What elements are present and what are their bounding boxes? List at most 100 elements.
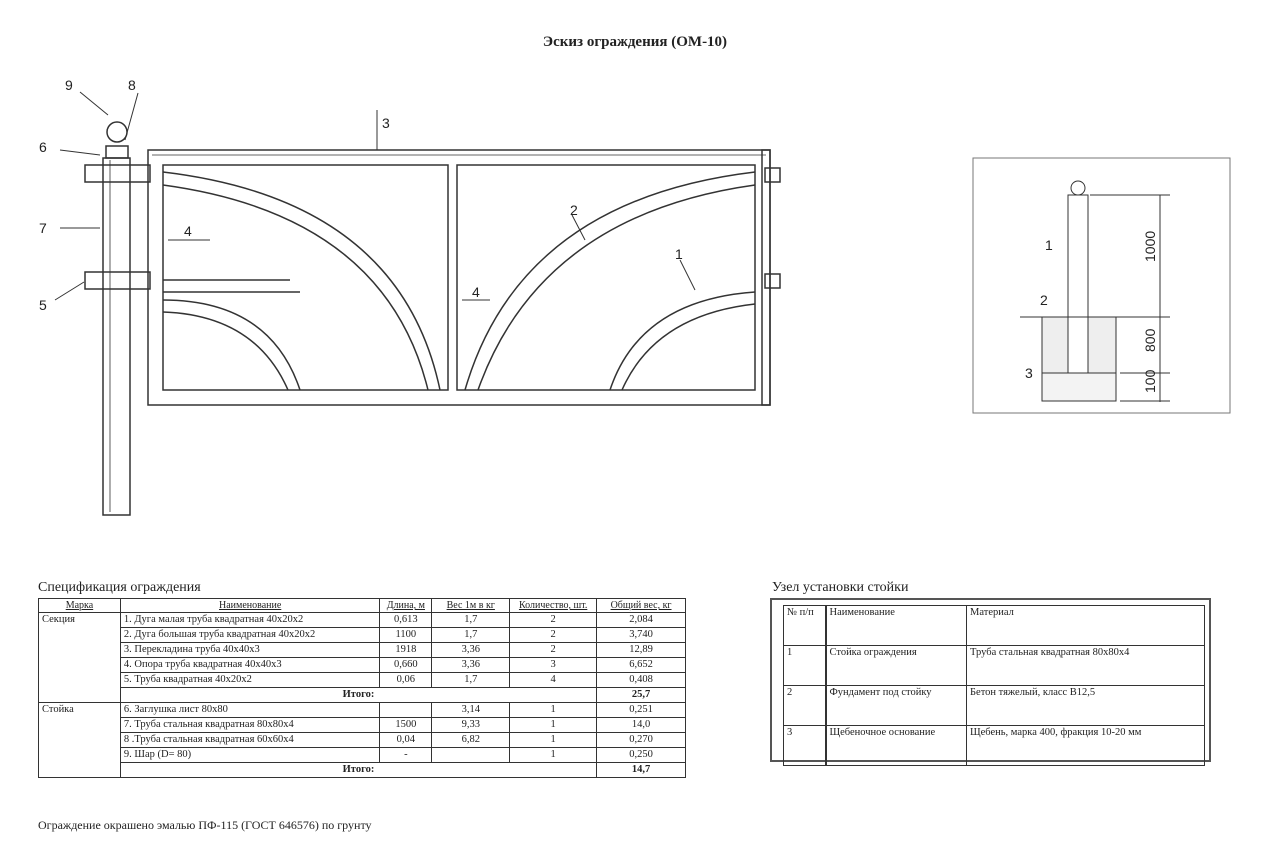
length: 1500 (379, 717, 433, 733)
weight-per-m: 1,7 (431, 627, 511, 643)
column-header: Длина, м (379, 598, 433, 613)
quantity: 4 (509, 672, 598, 688)
material: Труба стальная квадратная 80х80х4 (966, 645, 1205, 686)
fence-post (84, 121, 151, 516)
column-header: Наименование (119, 598, 381, 613)
spec-title: Спецификация ограждения (38, 580, 201, 595)
weight-per-m: 3,36 (431, 642, 511, 658)
total-weight: 6,652 (596, 657, 686, 673)
weight-per-m: 9,33 (431, 717, 511, 733)
node-title: Узел установки стойки (772, 580, 909, 595)
callout-8: 8 (128, 77, 136, 93)
length: 0,04 (379, 732, 433, 748)
column-header: Материал (966, 605, 1205, 646)
callout-2: 2 (570, 202, 578, 218)
total-row: Итого:25,7 (39, 687, 686, 703)
row-number: 2 (783, 685, 827, 726)
callout-9: 9 (65, 77, 73, 93)
length: 1918 (379, 642, 433, 658)
total-weight: 3,740 (596, 627, 686, 643)
detail-callout-1: 1 (1045, 237, 1053, 253)
row-number: 1 (783, 645, 827, 686)
item-name: 5. Труба квадратная 40х20х2 (119, 672, 381, 688)
weight-per-m: 3,36 (431, 657, 511, 673)
callout-leaders (54, 91, 696, 301)
column-header: Общий вес, кг (596, 598, 686, 613)
total-weight: 12,89 (596, 642, 686, 658)
table-row: 2. Дуга большая труба квадратная 40х20х2… (39, 627, 686, 643)
dim-100: 100 (1142, 369, 1158, 393)
total-label: Итого: (119, 687, 598, 703)
weight-per-m (431, 747, 511, 763)
total-row: Итого:14,7 (39, 762, 686, 778)
weight-per-m: 1,7 (431, 612, 511, 628)
item-name: 4. Опора труба квадратная 40х40х3 (119, 657, 381, 673)
quantity: 3 (509, 657, 598, 673)
length: 0,660 (379, 657, 433, 673)
paint-note: Ограждение окрашено эмалью ПФ-115 (ГОСТ … (38, 818, 372, 832)
quantity: 2 (509, 612, 598, 628)
total-label: Итого: (119, 762, 598, 778)
dim-1000: 1000 (1142, 231, 1158, 262)
post-installation-detail: 1 2 3 1000 800 100 (972, 157, 1231, 414)
item-name: 6. Заглушка лист 80х80 (119, 702, 381, 718)
length: 0,06 (379, 672, 433, 688)
fence-section (147, 149, 781, 406)
quantity: 1 (509, 747, 598, 763)
quantity: 1 (509, 702, 598, 718)
quantity: 2 (509, 627, 598, 643)
length (379, 702, 433, 718)
weight-per-m: 1,7 (431, 672, 511, 688)
total-weight: 14,0 (596, 717, 686, 733)
item-name: 8 .Труба стальная квадратная 60х60х4 (119, 732, 381, 748)
total-weight: 0,250 (596, 747, 686, 763)
total-value: 14,7 (596, 762, 686, 778)
item-name: Фундамент под стойку (825, 685, 967, 726)
item-name: Стойка ограждения (825, 645, 967, 686)
quantity: 2 (509, 642, 598, 658)
material: Щебень, марка 400, фракция 10-20 мм (966, 725, 1205, 766)
item-name: 1. Дуга малая труба квадратная 40х20х2 (119, 612, 381, 628)
callout-3: 3 (382, 115, 390, 131)
length: 0,613 (379, 612, 433, 628)
total-weight: 0,408 (596, 672, 686, 688)
callout-4: 4 (184, 223, 192, 239)
total-weight: 2,084 (596, 612, 686, 628)
detail-callout-2: 2 (1040, 292, 1048, 308)
drawing-title: Эскиз ограждения (ОМ-10) (542, 34, 728, 50)
callout-4: 4 (472, 284, 480, 300)
weight-per-m: 3,14 (431, 702, 511, 718)
item-name: 9. Шар (D= 80) (119, 747, 381, 763)
total-value: 25,7 (596, 687, 686, 703)
group-mark: Стойка (38, 702, 121, 778)
column-header: Наименование (825, 605, 967, 646)
item-name: Щебеночное основание (825, 725, 967, 766)
column-header: Вес 1м в кг (431, 598, 511, 613)
length: 1100 (379, 627, 433, 643)
item-name: 7. Труба стальная квадратная 80х80х4 (119, 717, 381, 733)
weight-per-m: 6,82 (431, 732, 511, 748)
quantity: 1 (509, 717, 598, 733)
total-weight: 0,251 (596, 702, 686, 718)
item-name: 3. Перекладина труба 40х40х3 (119, 642, 381, 658)
callout-1: 1 (675, 246, 683, 262)
length: - (379, 747, 433, 763)
callout-5: 5 (39, 297, 47, 313)
column-header: Марка (38, 598, 121, 613)
dim-800: 800 (1142, 328, 1158, 352)
material: Бетон тяжелый, класс В12,5 (966, 685, 1205, 726)
quantity: 1 (509, 732, 598, 748)
